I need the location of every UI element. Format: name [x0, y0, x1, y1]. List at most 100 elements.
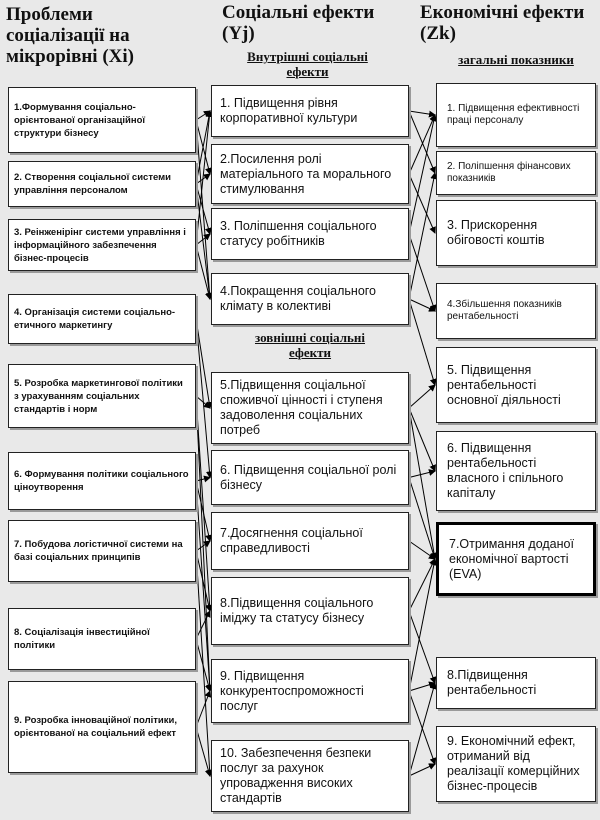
link-problem-6-to-social-6: [195, 475, 211, 483]
social-effect-box-5: 5.Підвищення соціальної споживчої ціннос…: [211, 372, 409, 444]
link-problem-4-to-social-5: [195, 318, 213, 409]
problem-label-1: 1.Формування соціально-орієнтованої орга…: [14, 101, 146, 139]
economic-effect-label-6: 6. Підвищення рентабельності власного і …: [447, 441, 564, 500]
social-effect-label-6: 6. Підвищення соціальної ролі бізнесу: [220, 462, 397, 492]
header-economic-effects: Економічні ефекти (Zk): [420, 2, 585, 44]
social-effect-label-3: 3. Поліпшення соціального статусу робітн…: [220, 219, 377, 248]
header-social-effects: Соціальні ефекти (Yj): [222, 2, 375, 44]
social-effect-label-1: 1. Підвищення рівня корпоративної культу…: [220, 96, 358, 125]
economic-effect-label-5: 5. Підвищення рентабельності основної ді…: [447, 362, 561, 407]
link-social-10-to-economic-9: [408, 763, 436, 777]
problem-box-9: 9. Розробка інноваційної політики, орієн…: [8, 681, 196, 773]
link-problem-3-to-social-4: [195, 244, 212, 300]
link-social-4-to-economic-5: [408, 298, 437, 386]
social-effect-box-9: 9. Підвищення конкурентоспроможності пос…: [211, 659, 409, 723]
economic-effect-box-4: 4.Збільшення показників рентабельності: [436, 283, 596, 339]
social-effect-label-7: 7.Досягнення соціальної справедливості: [220, 526, 363, 555]
social-effect-box-1: 1. Підвищення рівня корпоративної культу…: [211, 85, 409, 137]
economic-effect-box-9: 9. Економічний ефект, отриманий від реал…: [436, 726, 596, 802]
link-problem-4-to-social-6: [195, 318, 213, 479]
social-effect-box-10: 10. Забезпечення безпеки послуг за рахун…: [211, 740, 409, 812]
economic-effect-box-6: 6. Підвищення рентабельності власного і …: [436, 431, 596, 511]
social-effect-box-6: 6. Підвищення соціальної ролі бізнесу: [211, 450, 409, 505]
subheader-general: загальні показники: [458, 52, 574, 67]
link-problem-7-to-social-7: [195, 540, 211, 552]
problem-label-8: 8. Соціалізація інвестиційної політики: [14, 627, 150, 651]
link-social-8-to-economic-8: [408, 610, 437, 684]
link-social-10-to-economic-8: [408, 682, 437, 777]
social-effect-box-3: 3. Поліпшення соціального статусу робітн…: [211, 208, 409, 260]
link-problem-3-to-social-1: [195, 110, 213, 246]
subheader-internal: Внутрішні соціальні ефекти: [247, 49, 368, 79]
link-problem-7-to-social-8: [195, 550, 213, 612]
link-social-9-to-economic-7: [408, 558, 438, 692]
link-social-6-to-economic-6: [408, 469, 436, 478]
economic-effect-box-7: 7.Отримання доданої економічної вартості…: [436, 522, 596, 596]
social-effect-label-4: 4.Покращення соціального клімату в колек…: [220, 284, 377, 313]
link-social-5-to-economic-7: [408, 407, 438, 560]
link-problem-5-to-social-8: [195, 395, 214, 612]
problem-label-9: 9. Розробка інноваційної політики, орієн…: [14, 715, 178, 739]
link-social-5-to-economic-5: [408, 384, 436, 409]
economic-effect-box-8: 8.Підвищення рентабельності: [436, 657, 596, 709]
link-problem-6-to-social-9: [195, 480, 214, 692]
link-problem-3-to-social-3: [195, 233, 211, 246]
economic-effect-label-9: 9. Економічний ефект, отриманий від реал…: [447, 734, 580, 793]
social-effect-label-8: 8.Підвищення соціального іміджу та стату…: [220, 596, 374, 625]
problem-box-8: 8. Соціалізація інвестиційної політики: [8, 608, 196, 670]
economic-effect-box-5: 5. Підвищення рентабельності основної ді…: [436, 347, 596, 423]
link-social-2-to-economic-1: [408, 114, 436, 175]
link-social-9-to-economic-8: [408, 681, 436, 692]
link-problem-5-to-social-5: [195, 395, 211, 409]
link-social-3-to-economic-4: [408, 233, 437, 312]
link-social-9-to-economic-9: [408, 690, 437, 765]
link-social-3-to-economic-1: [408, 114, 438, 235]
link-social-7-to-economic-7: [408, 540, 436, 560]
link-problem-6-to-social-7: [195, 480, 213, 542]
economic-effect-box-2: 2. Поліпшення фінансових показників: [436, 151, 596, 195]
link-problem-8-to-social-9: [195, 638, 212, 692]
link-problem-2-to-social-1: [195, 110, 213, 185]
link-social-5-to-economic-6: [408, 407, 436, 472]
problem-label-5: 5. Розробка маркетингової політики з ура…: [14, 377, 183, 415]
link-problem-5-to-social-9: [195, 395, 214, 692]
problem-box-4: 4. Організація системи соціально-етичног…: [8, 294, 196, 344]
economic-effect-box-3: 3. Прискорення обіговості коштів: [436, 200, 596, 266]
problem-box-3: 3. Реінженірінг системи управління і інф…: [8, 219, 196, 271]
problem-box-2: 2. Створення соціальної системи управлін…: [8, 161, 196, 207]
social-effect-label-10: 10. Забезпечення безпеки послуг за рахун…: [220, 746, 372, 805]
economic-effect-label-4: 4.Збільшення показників рентабельності: [447, 299, 562, 322]
social-effect-box-4: 4.Покращення соціального клімату в колек…: [211, 273, 409, 325]
social-effect-label-5: 5.Підвищення соціальної споживчої ціннос…: [220, 378, 383, 437]
problem-box-7: 7. Побудова логістичної системи на базі …: [8, 520, 196, 582]
problem-box-1: 1.Формування соціально-орієнтованої орга…: [8, 87, 196, 153]
social-effect-box-8: 8.Підвищення соціального іміджу та стату…: [211, 577, 409, 645]
economic-effect-label-8: 8.Підвищення рентабельності: [447, 668, 537, 697]
problem-label-6: 6. Формування політики соціального ціноу…: [14, 469, 189, 493]
social-effect-label-2: 2.Посилення ролі матеріального та мораль…: [220, 151, 392, 196]
link-problem-9-to-social-10: [195, 726, 212, 777]
link-problem-2-to-social-4: [195, 183, 213, 300]
link-social-2-to-economic-3: [408, 173, 436, 234]
economic-effect-label-3: 3. Прискорення обіговості коштів: [447, 218, 545, 247]
subheader-external: зовнішні соціальні ефекти: [254, 330, 366, 360]
header-problems: Проблеми соціалізації на мікрорівні (Xi): [6, 4, 134, 67]
economic-effect-label-1: 1. Підвищення ефективності праці персона…: [447, 103, 580, 126]
link-social-8-to-economic-7: [408, 558, 436, 612]
problem-box-6: 6. Формування політики соціального ціноу…: [8, 452, 196, 510]
link-social-4-to-economic-4: [408, 298, 436, 312]
economic-effect-box-1: 1. Підвищення ефективності праці персона…: [436, 83, 596, 147]
link-problem-9-to-social-9: [195, 690, 212, 728]
problem-label-7: 7. Побудова логістичної системи на базі …: [14, 539, 183, 563]
problem-box-5: 5. Розробка маркетингової політики з ура…: [8, 364, 196, 428]
link-social-1-to-economic-1: [408, 110, 436, 118]
problem-label-4: 4. Організація системи соціально-етичног…: [14, 307, 176, 331]
economic-effect-label-7: 7.Отримання доданої економічної вартості…: [449, 536, 574, 581]
social-effect-label-9: 9. Підвищення конкурентоспроможності пос…: [220, 668, 364, 713]
problem-label-2: 2. Створення соціальної системи управлін…: [14, 172, 172, 196]
link-problem-1-to-social-1: [195, 110, 211, 121]
social-effect-box-2: 2.Посилення ролі матеріального та мораль…: [211, 144, 409, 204]
social-effect-box-7: 7.Досягнення соціальної справедливості: [211, 512, 409, 570]
link-social-1-to-economic-2: [408, 110, 436, 174]
